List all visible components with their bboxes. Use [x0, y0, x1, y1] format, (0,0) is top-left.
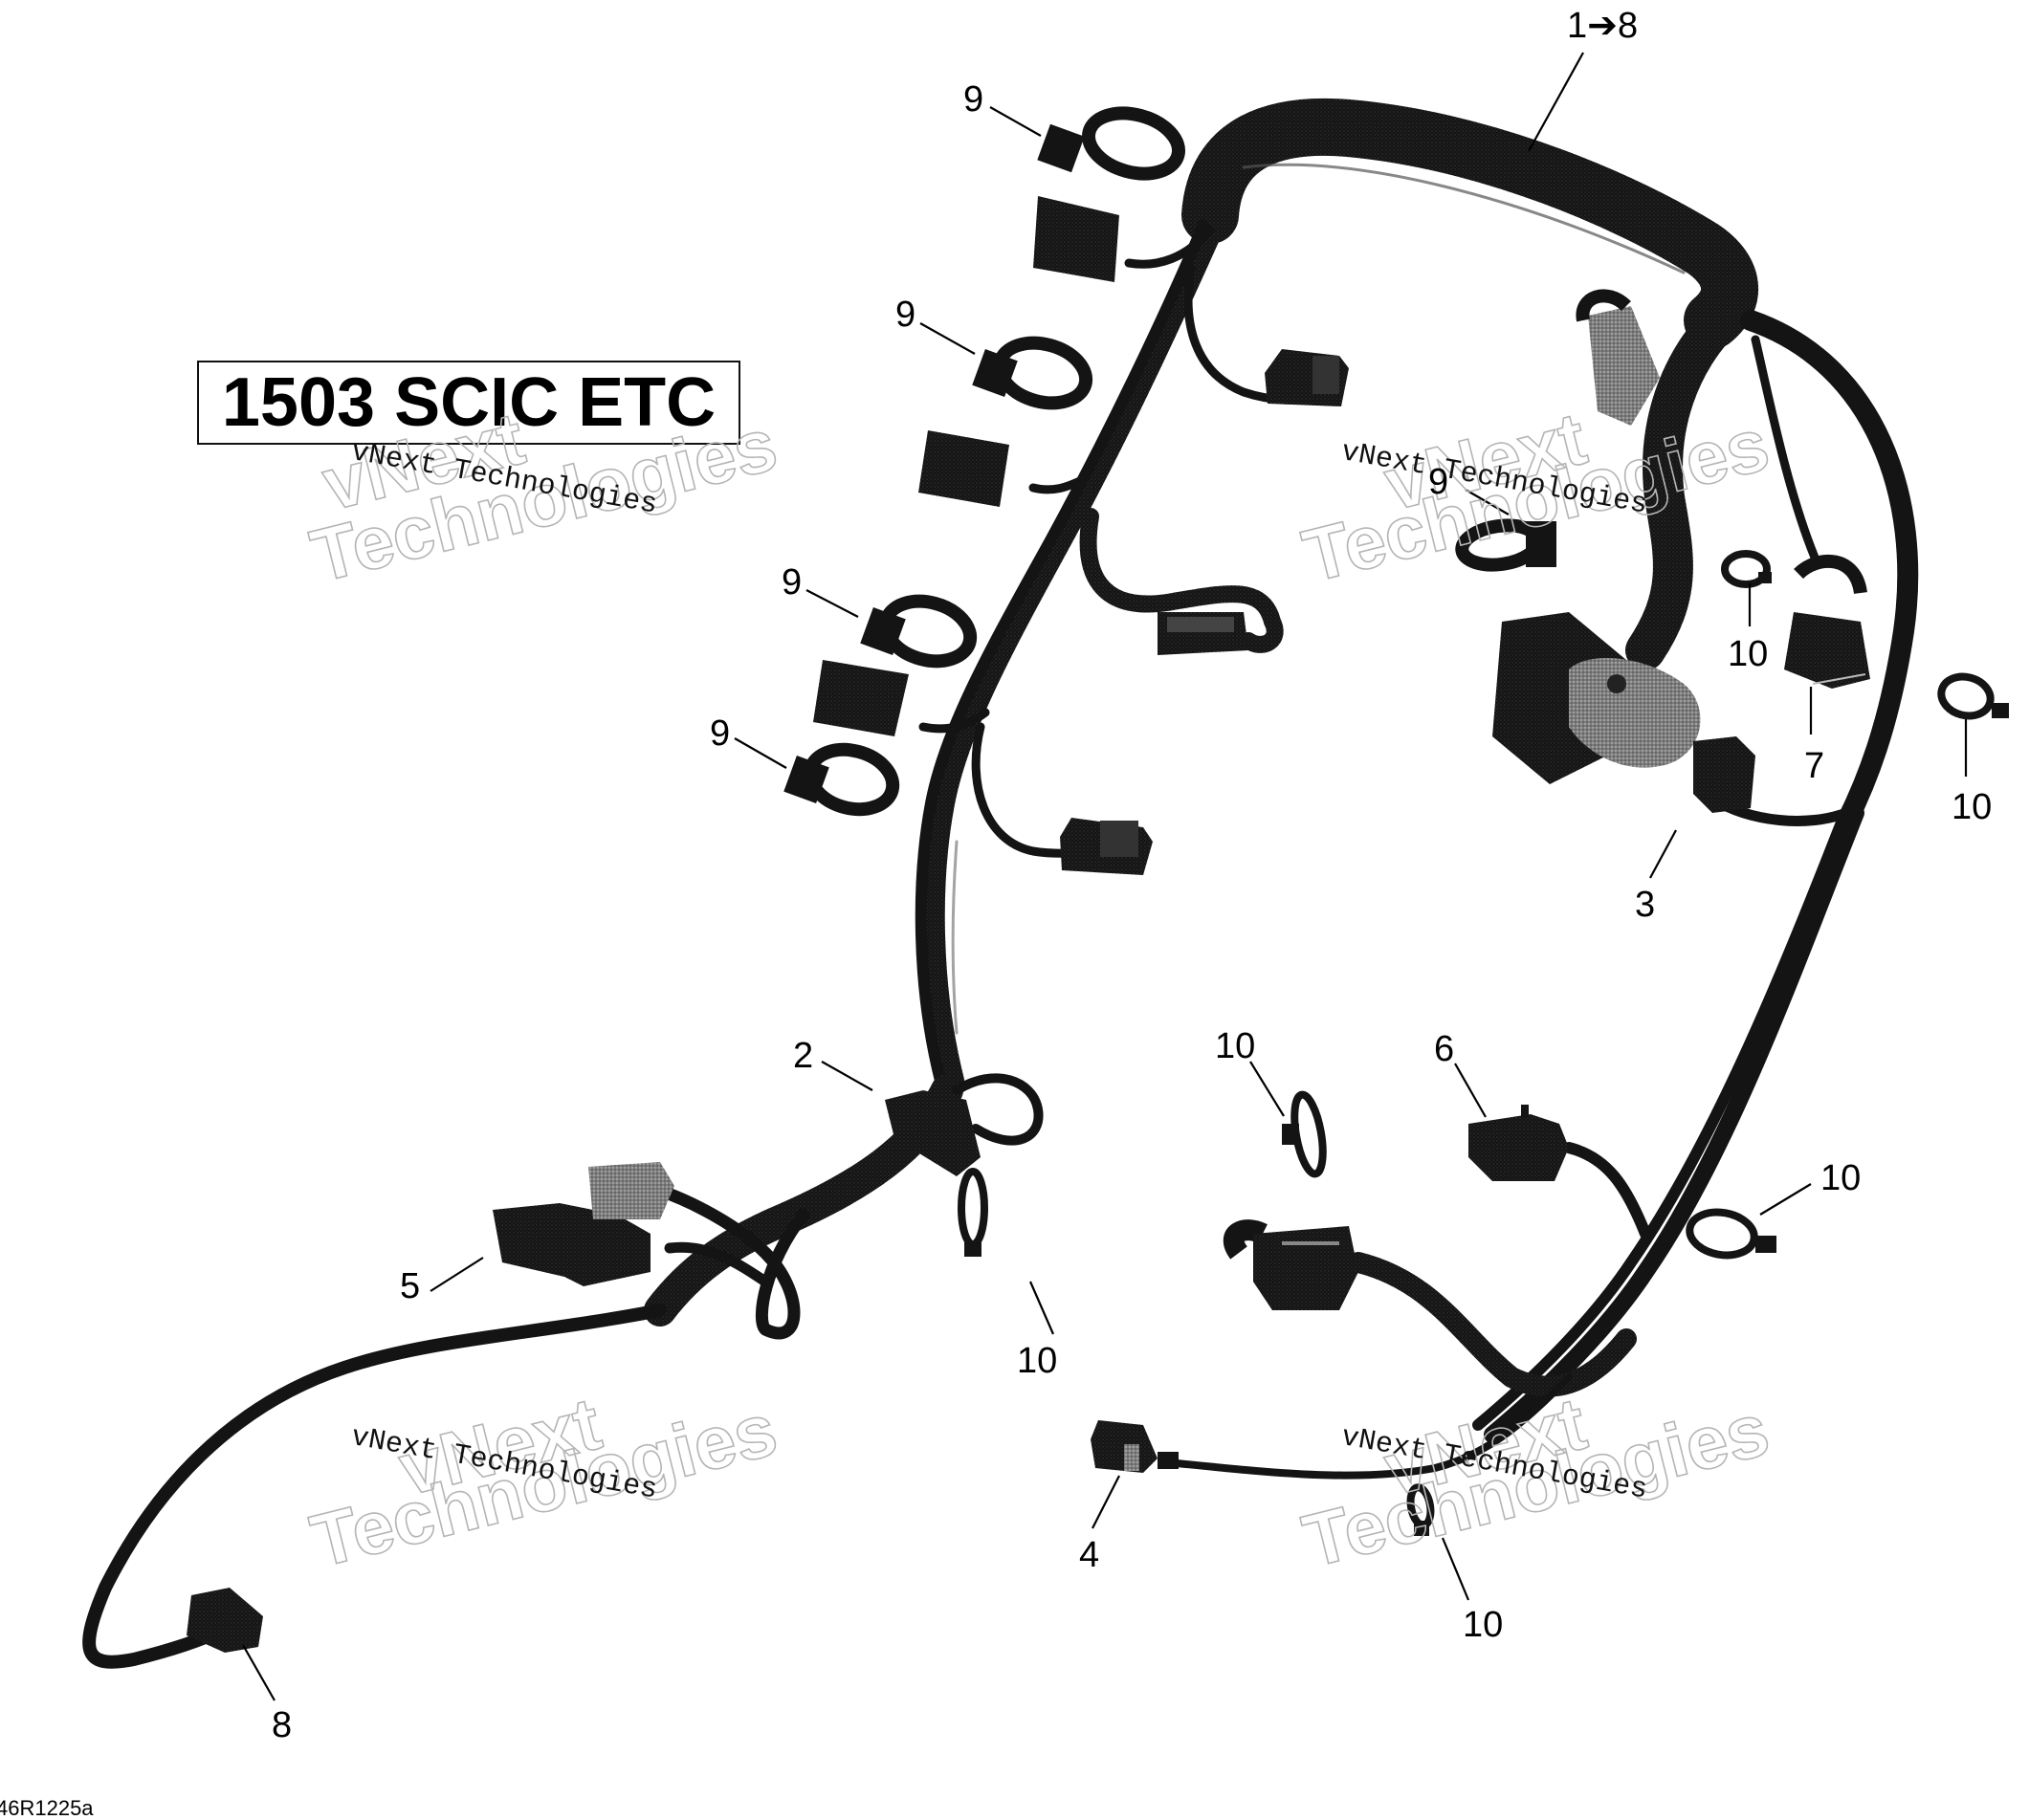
connector-4: [1091, 1420, 1179, 1473]
connector-2: [885, 1090, 981, 1176]
callout-9: 9: [710, 713, 731, 754]
callout-10: 10: [1952, 787, 1993, 827]
callout-10: 10: [1017, 1341, 1058, 1381]
document-id: 46R1225a: [0, 1796, 94, 1820]
callout-7: 7: [1804, 746, 1825, 786]
callout-3: 3: [1635, 885, 1656, 925]
leader-lines: [242, 52, 1968, 1701]
callout-9: 9: [895, 295, 916, 335]
tie-strap-10-e: [958, 1168, 988, 1257]
callout-6: 6: [1434, 1029, 1455, 1069]
throttle-sensor-assembly: [1492, 612, 1755, 813]
tie-strap-10-d: [1686, 1208, 1776, 1260]
model-title-box: 1503 SCIC ETC: [197, 361, 740, 445]
connector-center-bottom: [1223, 1219, 1358, 1310]
connector-lower-left: [813, 660, 909, 736]
connector-8: [187, 1588, 263, 1653]
clip-9-a: [1037, 106, 1186, 181]
tie-strap-10-a: [1721, 550, 1772, 588]
callout-1-to-8: 1➔8: [1567, 6, 1639, 46]
callout-4: 4: [1079, 1535, 1100, 1575]
connector-7: [1784, 555, 1870, 689]
clip-9-b: [972, 336, 1093, 410]
main-harness-trunk: [82, 98, 1919, 1669]
connector-upper-1: [1033, 196, 1119, 282]
clip-9-d: [783, 742, 900, 817]
callout-8: 8: [272, 1705, 293, 1745]
connector-5: [493, 1162, 674, 1286]
callout-2: 2: [793, 1036, 814, 1076]
callout-10: 10: [1463, 1605, 1504, 1645]
tie-strap-10-f: [1406, 1483, 1435, 1536]
callout-9: 9: [963, 79, 984, 120]
bracket-grey: [1576, 289, 1660, 426]
connector-6: [1468, 1105, 1569, 1181]
tie-strap-10-b: [1937, 672, 2009, 720]
callout-9: 9: [782, 562, 803, 603]
connector-middle: [1158, 612, 1248, 655]
callout-5: 5: [400, 1266, 421, 1306]
callout-9: 9: [1428, 462, 1449, 502]
tie-strap-10-c: [1282, 1090, 1327, 1178]
connector-lower-right: [1060, 818, 1153, 875]
model-title: 1503 SCIC ETC: [221, 364, 717, 441]
callout-10: 10: [1820, 1158, 1862, 1198]
callout-10: 10: [1728, 634, 1769, 674]
connector-upper-3: [918, 430, 1009, 507]
callout-10: 10: [1215, 1026, 1256, 1066]
clip-9-c: [860, 594, 978, 669]
connector-upper-2: [1265, 349, 1349, 406]
clip-9-e: [1455, 518, 1556, 572]
